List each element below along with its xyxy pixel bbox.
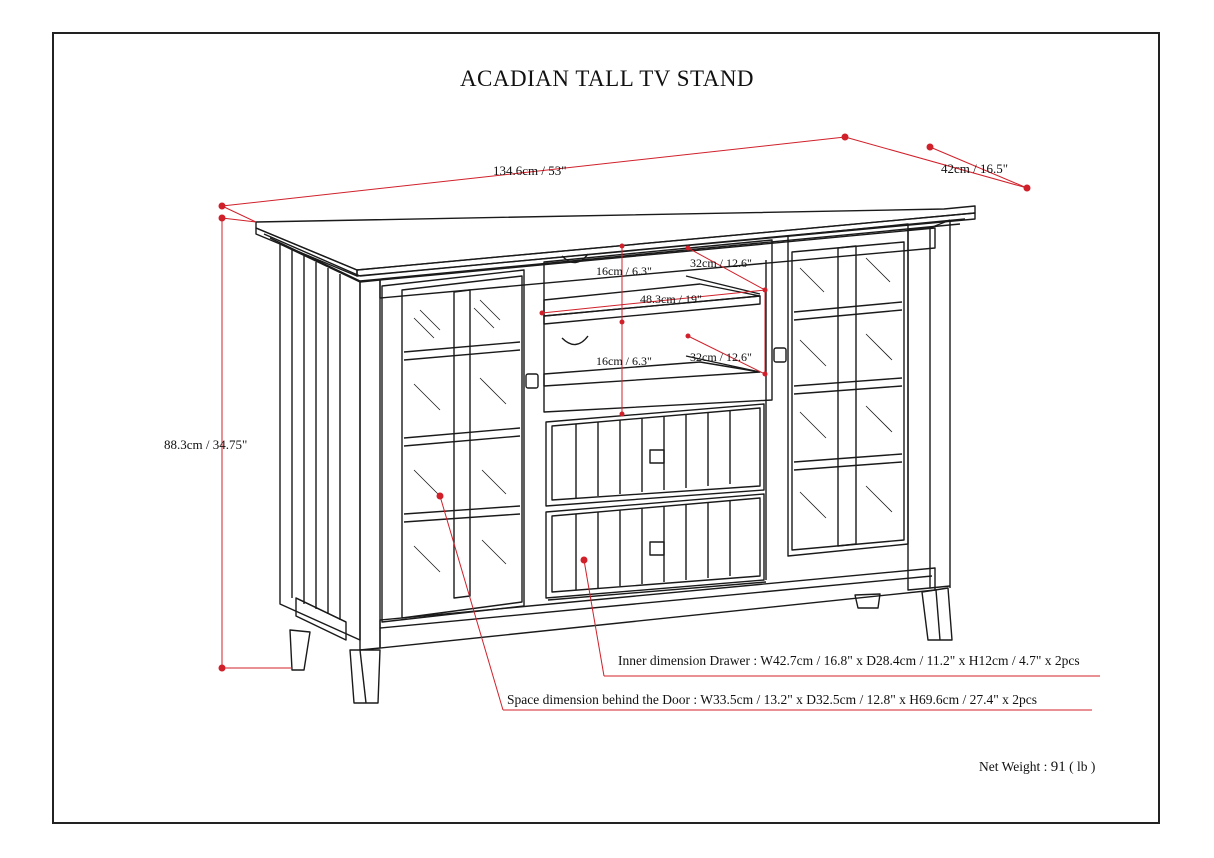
net-weight-prefix: Net Weight : [979, 759, 1051, 774]
shelf-depth-top-label: 32cm / 12.6" [690, 256, 752, 270]
shelf-height-bottom-label: 16cm / 6.3" [596, 354, 652, 368]
drawer-bottom-knob [649, 541, 665, 556]
net-weight-value: 91 [1050, 759, 1066, 775]
dimension-dots [218, 133, 1031, 672]
drawer-top-knob [649, 449, 665, 464]
net-weight: Net Weight : 91 ( lb ) [979, 759, 1095, 776]
shelf-width-line [541, 289, 766, 314]
depth-label: 42cm / 16.5" [941, 161, 1009, 176]
net-weight-unit: ( lb ) [1065, 759, 1096, 774]
shelf-height-top-label: 16cm / 6.3" [596, 264, 652, 278]
shelf-depth-bottom-line [687, 335, 766, 375]
diagram-title: ACADIAN TALL TV STAND [459, 66, 755, 91]
leg-front-left [349, 649, 381, 704]
width-label: 134.6cm / 53" [493, 163, 567, 178]
shelf-depth-bottom-label: 32cm / 12.6" [690, 350, 752, 364]
diagram-frame [52, 32, 1160, 824]
left-door [381, 269, 525, 623]
left-door-knob [525, 373, 539, 389]
shelf-width-label: 48.3cm / 19" [640, 292, 702, 306]
width-dimension-line [221, 136, 846, 207]
right-door-knob [773, 347, 787, 363]
drawer-leader [583, 559, 605, 677]
shelf-depth-top-line [687, 247, 766, 291]
right-door [787, 223, 909, 557]
drawer-top [545, 403, 765, 507]
door-dimension-note: Space dimension behind the Door : W33.5c… [507, 692, 1037, 707]
depth-dimension-line [929, 146, 1028, 189]
leg-front-right [921, 587, 953, 641]
door-leader [439, 495, 504, 711]
height-label: 88.3cm / 34.75" [164, 437, 248, 452]
drawer-bottom [545, 493, 765, 599]
furniture-outline [255, 205, 976, 704]
drawer-dimension-note: Inner dimension Drawer : W42.7cm / 16.8"… [618, 653, 1080, 668]
dimension-lines [221, 136, 1100, 711]
leg-back-right [854, 593, 881, 609]
top-surface [255, 205, 976, 271]
leg-back-left [289, 629, 311, 671]
